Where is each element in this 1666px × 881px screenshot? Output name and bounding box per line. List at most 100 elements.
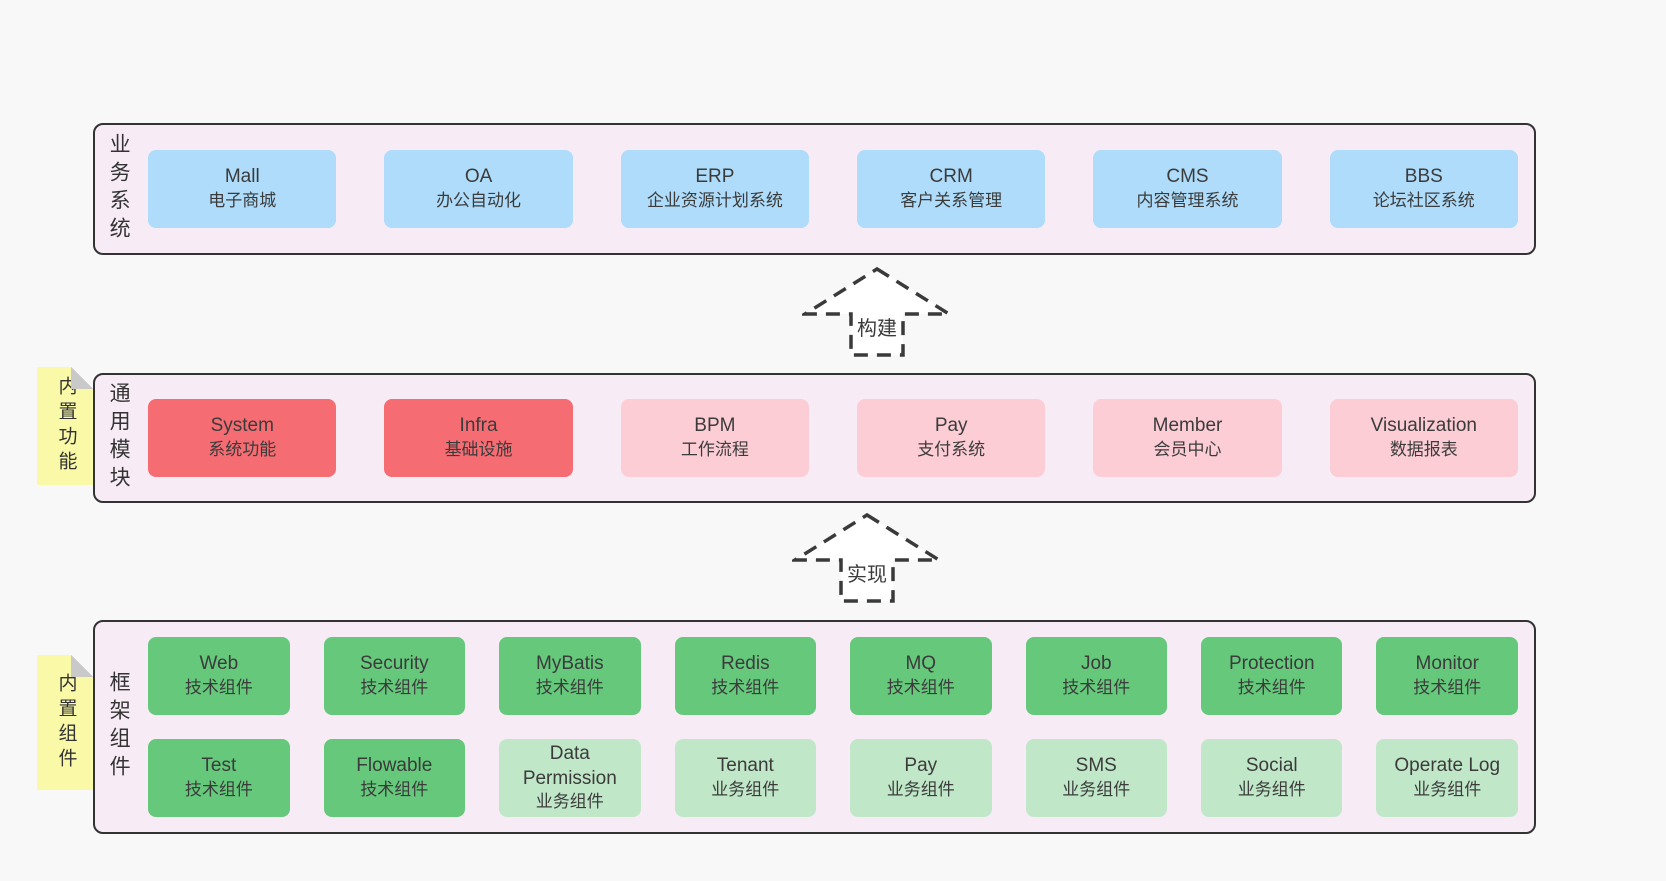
node-title: System: [210, 415, 274, 437]
node-sms: SMS 业务组件: [1025, 739, 1167, 817]
business-node-row: Mall 电子商城 OA 办公自动化 ERP 企业资源计划系统 CRM 客户关系…: [148, 150, 1518, 228]
node-erp: ERP 企业资源计划系统: [620, 150, 810, 228]
section-label-business: 业务系统: [107, 133, 131, 245]
section-common-modules: 通用模块 System 系统功能 Infra 基础设施 BPM 工作流程 Pay…: [93, 373, 1536, 503]
node-title: Test: [201, 755, 237, 777]
node-title: BPM: [694, 415, 736, 437]
node-oa: OA 办公自动化: [384, 150, 573, 228]
node-subtitle: 论坛社区系统: [1372, 190, 1475, 210]
node-title: Visualization: [1370, 415, 1477, 437]
components-node-row-2: Test 技术组件 Flowable 技术组件 Data Permission …: [148, 739, 1518, 817]
node-subtitle: 企业资源计划系统: [646, 190, 783, 210]
node-title: Tenant: [716, 755, 774, 777]
node-subtitle: 技术组件: [184, 779, 253, 799]
node-tenant: Tenant 业务组件: [674, 739, 817, 817]
node-title: MyBatis: [536, 653, 604, 675]
node-subtitle: 业务组件: [711, 779, 780, 799]
node-subtitle: 业务组件: [1413, 779, 1482, 799]
node-subtitle: 支付系统: [917, 439, 986, 459]
node-protection: Protection 技术组件: [1201, 637, 1343, 715]
section-label-modules: 通用模块: [107, 382, 131, 494]
node-subtitle: 技术组件: [886, 677, 955, 697]
node-bpm: BPM 工作流程: [620, 399, 810, 477]
node-title: CRM: [929, 166, 973, 188]
node-title: Pay: [934, 415, 968, 437]
node-subtitle: 基础设施: [444, 439, 513, 459]
node-visualization: Visualization 数据报表: [1329, 399, 1518, 477]
node-subtitle: 技术组件: [360, 779, 429, 799]
node-subtitle: 技术组件: [360, 677, 429, 697]
node-title: Redis: [721, 653, 770, 675]
sticky-note-built-in-features: 内置功能: [37, 367, 93, 485]
node-title: Member: [1152, 415, 1223, 437]
node-infra: Infra 基础设施: [384, 399, 573, 477]
node-title: Monitor: [1415, 653, 1479, 675]
node-redis: Redis 技术组件: [674, 637, 817, 715]
node-title: MQ: [905, 653, 937, 675]
node-subtitle: 技术组件: [1062, 677, 1131, 697]
node-subtitle: 技术组件: [1237, 677, 1306, 697]
node-title: CMS: [1166, 166, 1209, 188]
node-subtitle: 会员中心: [1153, 439, 1222, 459]
node-subtitle: 技术组件: [711, 677, 780, 697]
node-cms: CMS 内容管理系统: [1093, 150, 1282, 228]
node-title: Social: [1245, 755, 1298, 777]
section-framework-components: 框架组件 Web 技术组件 Security 技术组件 MyBatis 技术组件…: [93, 620, 1536, 834]
node-security: Security 技术组件: [323, 637, 466, 715]
node-subtitle: 技术组件: [1413, 677, 1482, 697]
node-title: Infra: [459, 415, 498, 437]
section-label-components: 框架组件: [107, 671, 131, 783]
node-title: Operate Log: [1394, 755, 1501, 777]
node-social: Social 业务组件: [1201, 739, 1343, 817]
sticky-note-label: 内置功能: [55, 376, 77, 476]
arrow-build-label: 构建: [855, 312, 899, 341]
sticky-note-built-in-components: 内置组件: [37, 655, 93, 790]
node-title: BBS: [1404, 166, 1443, 188]
node-data-permission: Data Permission 业务组件: [499, 739, 641, 817]
node-bbs: BBS 论坛社区系统: [1329, 150, 1518, 228]
node-mq: MQ 技术组件: [850, 637, 992, 715]
components-node-row-1: Web 技术组件 Security 技术组件 MyBatis 技术组件 Redi…: [148, 637, 1518, 715]
node-crm: CRM 客户关系管理: [857, 150, 1046, 228]
node-operate-log: Operate Log 业务组件: [1376, 739, 1518, 817]
node-subtitle: 技术组件: [184, 677, 253, 697]
node-flowable: Flowable 技术组件: [323, 739, 466, 817]
node-subtitle: 客户关系管理: [900, 190, 1003, 210]
node-pay: Pay 支付系统: [857, 399, 1046, 477]
node-title: Flowable: [356, 755, 433, 777]
components-node-rows: Web 技术组件 Security 技术组件 MyBatis 技术组件 Redi…: [148, 637, 1518, 817]
node-title: OA: [464, 166, 493, 188]
section-business-systems: 业务系统 Mall 电子商城 OA 办公自动化 ERP 企业资源计划系统 CRM…: [93, 123, 1536, 255]
node-subtitle: 内容管理系统: [1136, 190, 1239, 210]
node-subtitle: 业务组件: [886, 779, 955, 799]
node-web: Web 技术组件: [148, 637, 290, 715]
node-mybatis: MyBatis 技术组件: [499, 637, 641, 715]
node-title: ERP: [695, 166, 735, 188]
node-subtitle: 办公自动化: [436, 190, 522, 210]
node-title: SMS: [1075, 755, 1117, 777]
arrow-implement-label: 实现: [845, 558, 889, 587]
node-test: Test 技术组件: [148, 739, 290, 817]
arrow-build: 构建: [802, 266, 952, 358]
node-title: Mall: [224, 166, 260, 188]
node-member: Member 会员中心: [1093, 399, 1282, 477]
node-subtitle: 工作流程: [680, 439, 749, 459]
node-title: Job: [1080, 653, 1112, 675]
node-subtitle: 系统功能: [208, 439, 277, 459]
node-system: System 系统功能: [148, 399, 337, 477]
node-title: Data Permission: [522, 742, 617, 789]
node-title: Web: [199, 653, 239, 675]
node-pay-biz: Pay 业务组件: [850, 739, 992, 817]
node-subtitle: 数据报表: [1389, 439, 1458, 459]
node-monitor: Monitor 技术组件: [1376, 637, 1518, 715]
node-title: Protection: [1228, 653, 1315, 675]
node-title: Pay: [904, 755, 938, 777]
node-subtitle: 业务组件: [535, 792, 604, 812]
node-subtitle: 业务组件: [1062, 779, 1131, 799]
node-subtitle: 电子商城: [208, 190, 277, 210]
node-job: Job 技术组件: [1025, 637, 1167, 715]
node-subtitle: 技术组件: [535, 677, 604, 697]
arrow-implement: 实现: [792, 512, 942, 604]
modules-node-row: System 系统功能 Infra 基础设施 BPM 工作流程 Pay 支付系统…: [148, 399, 1518, 477]
node-subtitle: 业务组件: [1237, 779, 1306, 799]
